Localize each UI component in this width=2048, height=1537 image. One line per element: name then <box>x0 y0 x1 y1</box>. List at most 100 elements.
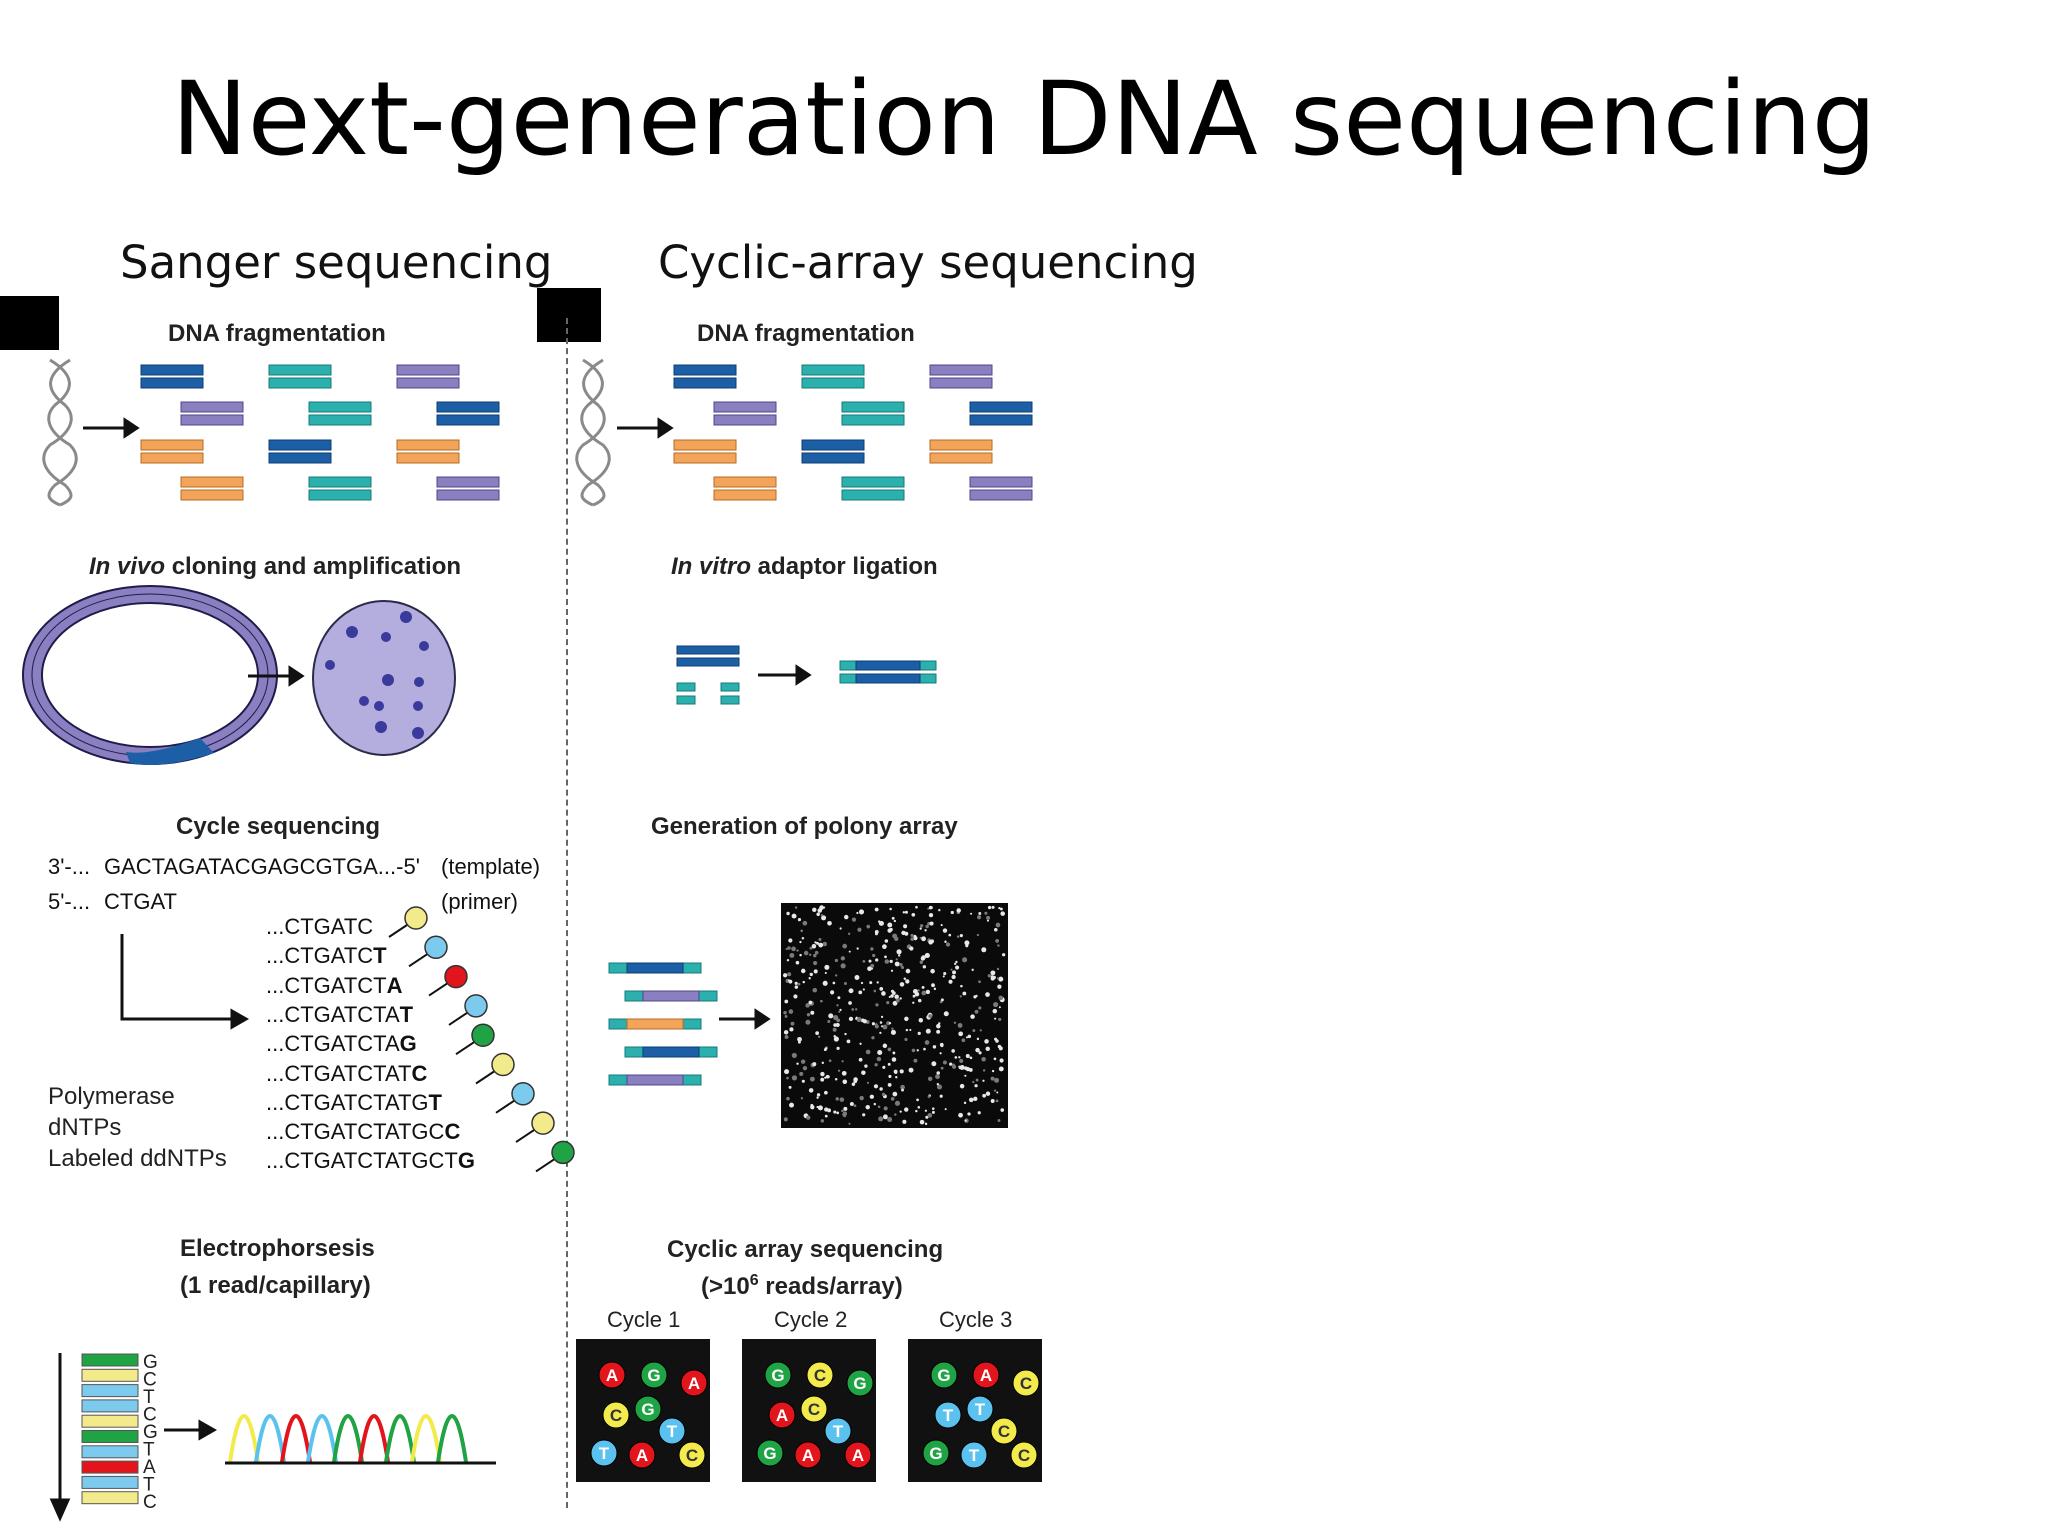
polony <box>833 1023 837 1027</box>
sanger-step-electrophoresis-sub: (1 read/capillary) <box>180 1272 371 1299</box>
gel-band <box>81 1414 139 1428</box>
polony <box>894 936 899 941</box>
polony <box>848 988 854 994</box>
polony <box>962 957 968 963</box>
polony <box>872 953 876 958</box>
polony <box>782 973 788 978</box>
cluster-base-letter: T <box>969 1446 980 1465</box>
polony <box>808 953 812 956</box>
polony <box>899 1110 902 1113</box>
sanger-step-electrophoresis: Electrophorsesis <box>180 1235 375 1262</box>
polony <box>962 991 967 996</box>
fragment-strand <box>180 476 244 488</box>
cluster-base-letter: T <box>667 1422 678 1441</box>
polony <box>854 975 860 980</box>
fragment-strand <box>396 452 460 464</box>
cluster-spot <box>598 1361 626 1389</box>
extension-arrow <box>120 934 250 1030</box>
polony <box>977 1111 981 1115</box>
ligation-arrow <box>758 664 812 686</box>
dna-fragments-left <box>140 364 500 501</box>
product-prefix: ...CTGATCTA <box>266 1031 400 1057</box>
cluster-base-letter: C <box>610 1406 622 1425</box>
polony <box>789 1027 794 1032</box>
polony <box>963 1101 967 1105</box>
cluster-spot <box>990 1417 1018 1445</box>
polony <box>994 927 998 932</box>
polony <box>940 923 943 927</box>
polony <box>939 1052 942 1055</box>
insert <box>626 962 684 974</box>
polony <box>849 1102 854 1106</box>
polony <box>824 971 827 975</box>
polony <box>910 933 914 938</box>
polony <box>795 960 800 965</box>
fragment-strand <box>140 377 204 389</box>
polony <box>797 918 802 922</box>
polony <box>975 1047 980 1053</box>
cyclic-step-reads: (>106 reads/array) <box>701 1272 903 1301</box>
polony <box>998 1017 1002 1021</box>
polony <box>944 1108 947 1111</box>
fragment-strand <box>268 452 332 464</box>
polony <box>994 1017 997 1020</box>
polony <box>916 1098 919 1102</box>
fragment-strand <box>841 476 905 488</box>
polony <box>856 1017 862 1023</box>
cluster-spot <box>640 1361 668 1389</box>
polony <box>787 972 792 977</box>
polony <box>835 1097 840 1101</box>
cluster-base-letter: G <box>641 1400 654 1419</box>
polony <box>956 935 960 938</box>
polony <box>924 1122 928 1126</box>
polony <box>984 911 988 915</box>
polony <box>970 912 973 915</box>
ddntp-stem <box>475 1070 495 1085</box>
polony <box>904 1107 909 1112</box>
polony <box>986 915 991 920</box>
polony <box>876 981 879 984</box>
polony <box>891 1027 894 1030</box>
polony <box>824 1090 828 1095</box>
polony <box>982 1079 985 1082</box>
cyclic-step-sequencing: Cyclic array sequencing <box>667 1236 944 1263</box>
polony <box>909 946 914 951</box>
fragment-strand <box>841 414 905 426</box>
polony <box>939 1094 943 1098</box>
polony <box>882 1024 888 1030</box>
polony <box>990 1076 995 1081</box>
polony <box>797 982 801 986</box>
extension-product: ...CTGATCTATC <box>266 1061 427 1087</box>
reads-post: reads/array) <box>758 1273 903 1300</box>
fragment-strand <box>801 452 865 464</box>
polony <box>999 907 1003 911</box>
polony <box>800 968 806 974</box>
cluster-base-letter: G <box>763 1444 776 1463</box>
in-vitro-italic: In vitro <box>671 553 752 580</box>
fragment-strand <box>929 452 993 464</box>
polony <box>787 946 791 950</box>
polony-arrow <box>719 1008 771 1030</box>
polony <box>888 1021 892 1025</box>
polony <box>952 970 956 975</box>
polony <box>997 1119 1001 1122</box>
polony <box>917 1031 921 1035</box>
ddntp-stem <box>448 1012 468 1026</box>
gel-letter: A <box>143 1457 156 1478</box>
polony <box>942 928 948 933</box>
cluster-spot <box>680 1369 708 1397</box>
polony <box>987 974 991 978</box>
polony <box>833 1110 837 1114</box>
cluster-base-letter: C <box>686 1446 698 1465</box>
polony <box>985 1046 990 1052</box>
polony <box>971 968 974 971</box>
reads-pre: (>10 <box>701 1273 750 1300</box>
polony <box>784 999 789 1004</box>
polony <box>921 955 926 960</box>
polony <box>972 1080 975 1084</box>
polony <box>965 1067 971 1072</box>
polony <box>987 905 992 910</box>
polony <box>882 1043 888 1049</box>
polony <box>812 1062 817 1067</box>
polony <box>837 1069 841 1072</box>
